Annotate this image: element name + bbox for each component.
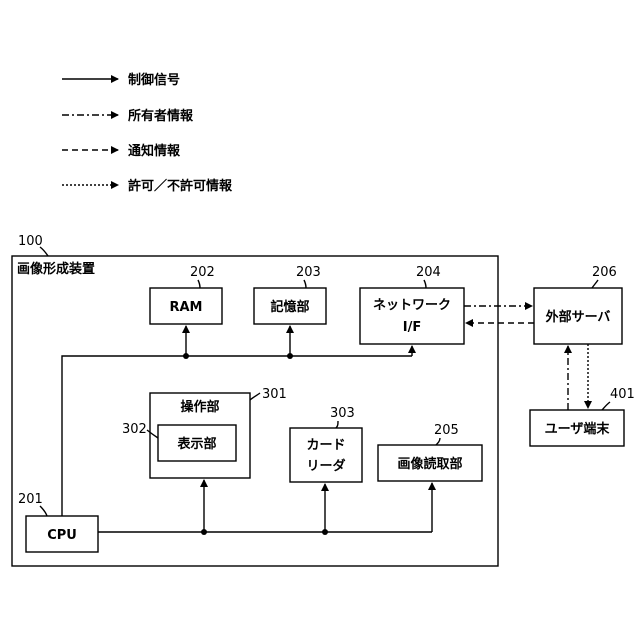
terminal-label: ユーザ端末 bbox=[545, 421, 611, 437]
network-label-line2: I/F bbox=[403, 320, 421, 335]
operation-label: 操作部 bbox=[180, 399, 219, 415]
legend: 制御信号 所有者情報 通知情報 許可／不許可情報 bbox=[62, 72, 233, 194]
ref-number: 401 bbox=[610, 387, 635, 402]
ref-number: 203 bbox=[296, 265, 321, 280]
legend-label: 制御信号 bbox=[128, 72, 180, 88]
external-server-block: 206 外部サーバ bbox=[534, 265, 622, 344]
ref-number: 301 bbox=[262, 387, 287, 402]
ref-number: 206 bbox=[592, 265, 617, 280]
storage-label: 記憶部 bbox=[270, 299, 309, 315]
ref-number: 302 bbox=[122, 422, 147, 437]
legend-label: 許可／不許可情報 bbox=[128, 178, 233, 194]
ref-number: 100 bbox=[18, 234, 43, 249]
ref-number: 202 bbox=[190, 265, 215, 280]
ref-number: 204 bbox=[416, 265, 441, 280]
legend-item-control-signal: 制御信号 bbox=[62, 72, 180, 88]
cpu-label: CPU bbox=[47, 528, 77, 543]
legend-label: 通知情報 bbox=[128, 143, 181, 159]
card-reader-label-line2: リーダ bbox=[306, 458, 345, 474]
server-terminal-links bbox=[568, 344, 588, 410]
legend-item-notification-info: 通知情報 bbox=[62, 143, 181, 159]
display-label: 表示部 bbox=[176, 436, 216, 452]
ref-number: 201 bbox=[18, 492, 43, 507]
scanner-label: 画像読取部 bbox=[397, 456, 462, 472]
ref-number: 205 bbox=[434, 423, 459, 438]
legend-item-permission-info: 許可／不許可情報 bbox=[62, 178, 233, 194]
network-label-line1: ネットワーク bbox=[373, 298, 451, 313]
user-terminal-block: 401 ユーザ端末 bbox=[530, 387, 635, 446]
card-reader-label-line1: カード bbox=[306, 438, 345, 453]
server-label: 外部サーバ bbox=[545, 309, 611, 325]
legend-label: 所有者情報 bbox=[128, 108, 194, 124]
legend-item-owner-info: 所有者情報 bbox=[62, 108, 194, 124]
device-title: 画像形成装置 bbox=[17, 261, 95, 277]
ram-label: RAM bbox=[169, 300, 202, 315]
ref-number: 303 bbox=[330, 406, 355, 421]
